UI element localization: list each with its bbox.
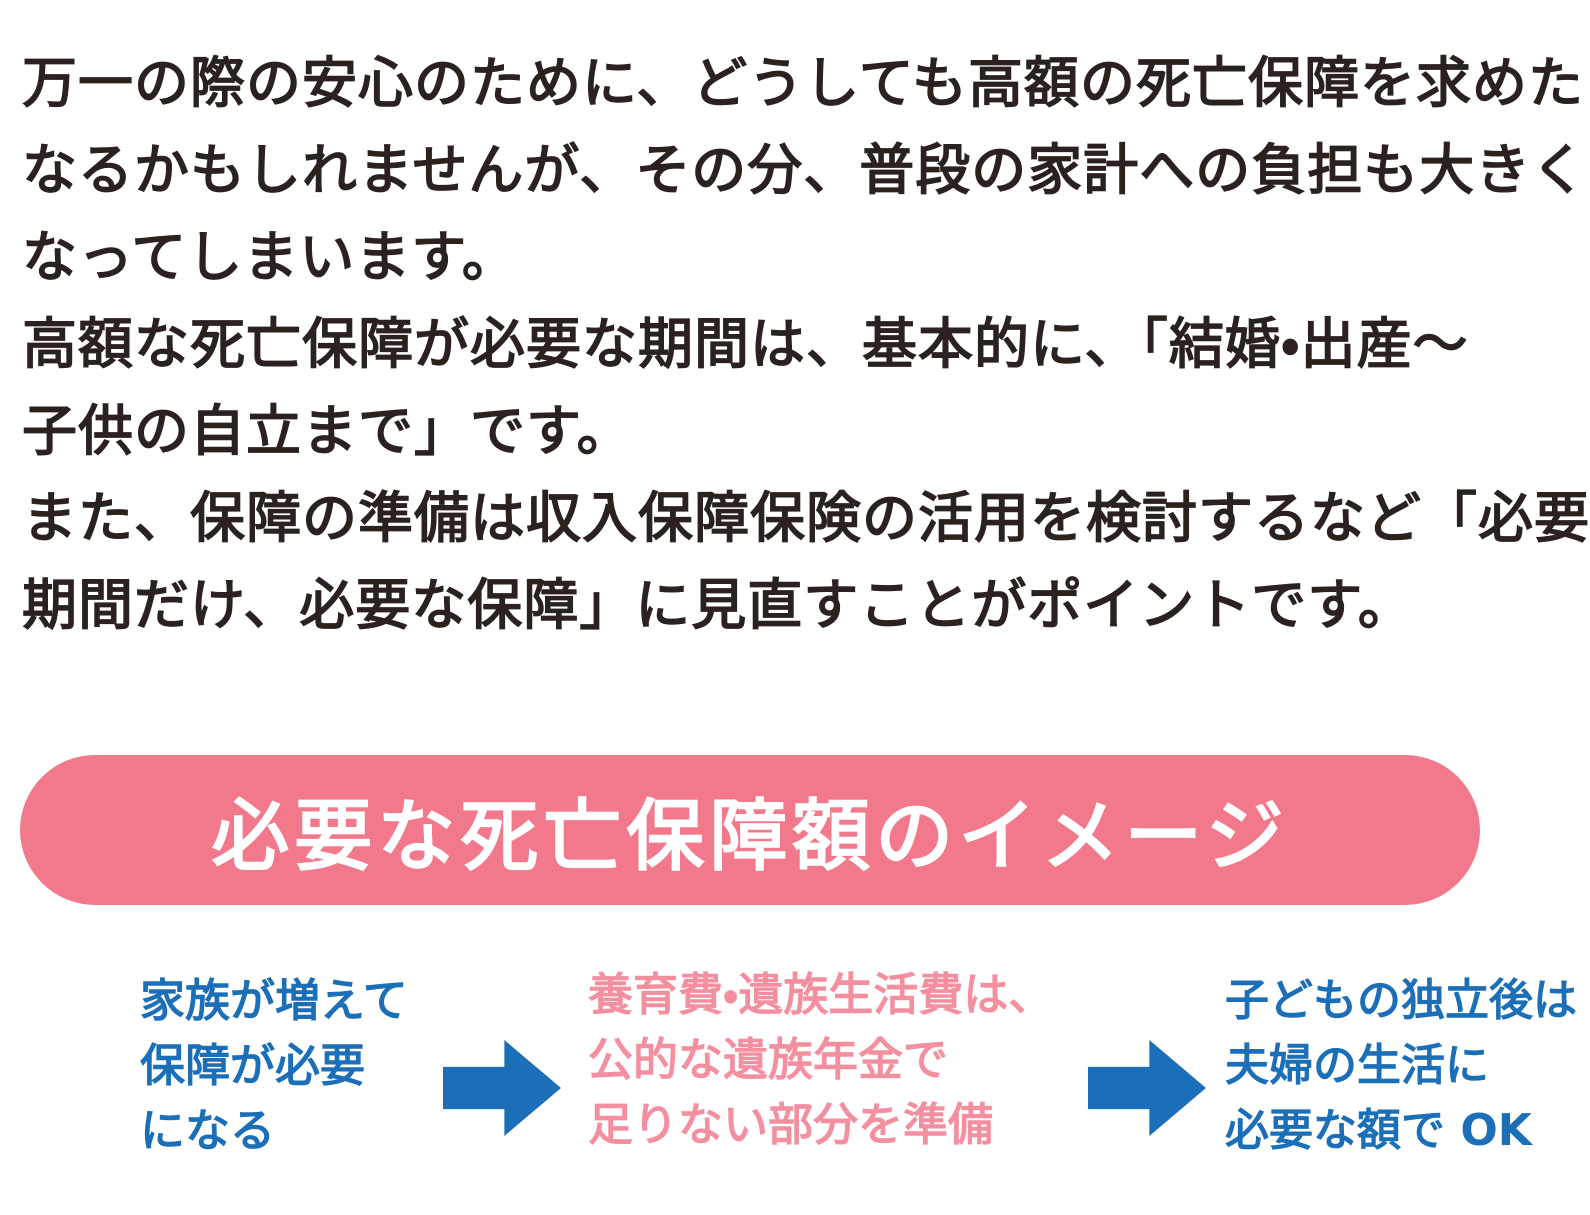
flow-step-1: 家族が増えて 保障が必要 になる — [140, 968, 408, 1163]
flow-step-2: 養育費・遺族生活費は、 公的な遺族年金で 足りない部分を準備 — [588, 962, 1053, 1157]
flow-step-2-line: 足りない部分を準備 — [588, 1098, 994, 1151]
right-arrow-icon — [1088, 1040, 1206, 1136]
right-arrow-icon — [443, 1040, 561, 1136]
body-line: なってしまいます。 — [22, 225, 518, 289]
section-banner: 必要な死亡保障額のイメージ — [20, 755, 1480, 905]
flow-step-2-line: 公的な遺族年金で — [588, 1033, 949, 1086]
body-line: 万一の際の安心のために、どうしても高額の死亡保障を求めたく — [22, 51, 1590, 115]
body-line: 高額な死亡保障が必要な期間は、基本的に、「結婚・出産〜 — [22, 312, 1469, 376]
body-line: なるかもしれませんが、その分、普段の家計への負担も大きく — [22, 138, 1588, 202]
body-line: 期間だけ、必要な保障」に見直すことがポイントです。 — [22, 573, 1414, 637]
flow-step-1-line: 家族が増えて — [140, 974, 408, 1027]
flow-step-3-line: 子どもの独立後は — [1225, 975, 1577, 1026]
flow-step-3-line: 必要な額で OK — [1225, 1105, 1532, 1156]
body-line: また、保障の準備は収入保障保険の活用を検討するなど「必要な — [22, 486, 1590, 550]
flow-step-3-line: 夫婦の生活に — [1225, 1040, 1489, 1091]
flow-step-2-line: 養育費・遺族生活費は、 — [588, 968, 1054, 1021]
flow-step-1-line: 保障が必要 — [140, 1039, 366, 1092]
flow-step-3: 子どもの独立後は 夫婦の生活に 必要な額で OK — [1225, 968, 1577, 1163]
flow-step-1-line: になる — [140, 1104, 276, 1157]
body-line: 子供の自立まで」です。 — [22, 399, 633, 463]
section-title: 必要な死亡保障額のイメージ — [211, 792, 1289, 882]
body-text: 万一の際の安心のために、どうしても高額の死亡保障を求めたく なるかもしれませんが… — [22, 40, 1590, 649]
